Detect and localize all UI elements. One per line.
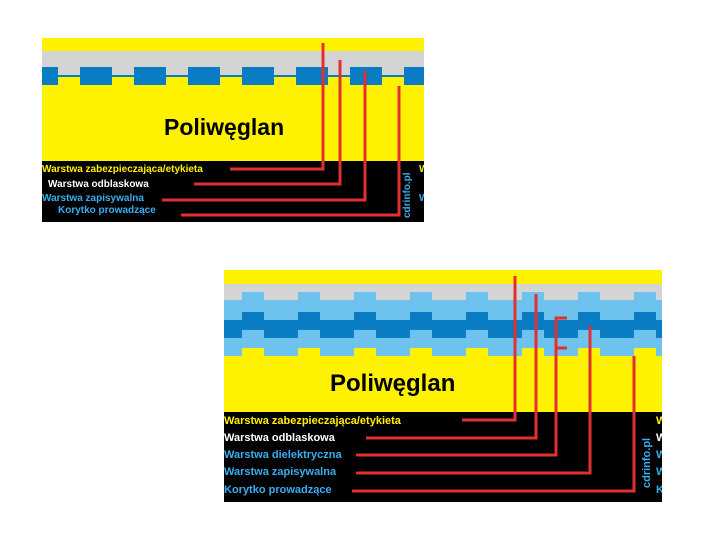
diagram-2-edge-letter: W <box>656 432 662 444</box>
diagram-2-edge-letter: K <box>656 484 662 496</box>
diagram-1-label-groove: Korytko prowadzące <box>58 205 156 216</box>
diagram-1-label-protective: Warstwa zabezpieczająca/etykieta <box>42 164 203 175</box>
diagram-2-edge-letter: W <box>656 415 662 427</box>
diagram-2-label-recordable: Warstwa zapisywalna <box>224 466 337 478</box>
diagram-2-watermark: cdrinfo.pl <box>641 437 653 488</box>
diagram-2-edge-letter: W <box>656 466 662 478</box>
diagram-2-label-groove: Korytko prowadzące <box>224 484 332 496</box>
diagram-2-label-protective: Warstwa zabezpieczająca/etykieta <box>224 415 401 427</box>
disc-layer-diagram-2: Poliwęglan Warstwa zabezpieczająca/etyki… <box>224 270 662 502</box>
disc-layers-graphic-2 <box>224 270 662 502</box>
diagram-2-label-reflective: Warstwa odblaskowa <box>224 432 335 444</box>
diagram-1-edge-letter: W <box>419 193 424 204</box>
diagram-1-label-recordable: Warstwa zapisywalna <box>42 193 144 204</box>
diagram-2-label-dielectric: Warstwa dielektryczna <box>224 449 342 461</box>
diagram-1-title: Poliwęglan <box>164 114 285 140</box>
disc-layers-graphic-1 <box>42 38 424 222</box>
diagram-1-watermark: cdrinfo.pl <box>402 172 413 218</box>
diagram-1-edge-letter: W <box>419 164 424 175</box>
diagram-1-label-reflective: Warstwa odblaskowa <box>48 179 149 190</box>
diagram-2-title: Poliwęglan <box>330 370 456 397</box>
disc-layer-diagram-1: Poliwęglan Warstwa zabezpieczająca/etyki… <box>42 38 424 222</box>
diagram-2-edge-letter: W <box>656 449 662 461</box>
